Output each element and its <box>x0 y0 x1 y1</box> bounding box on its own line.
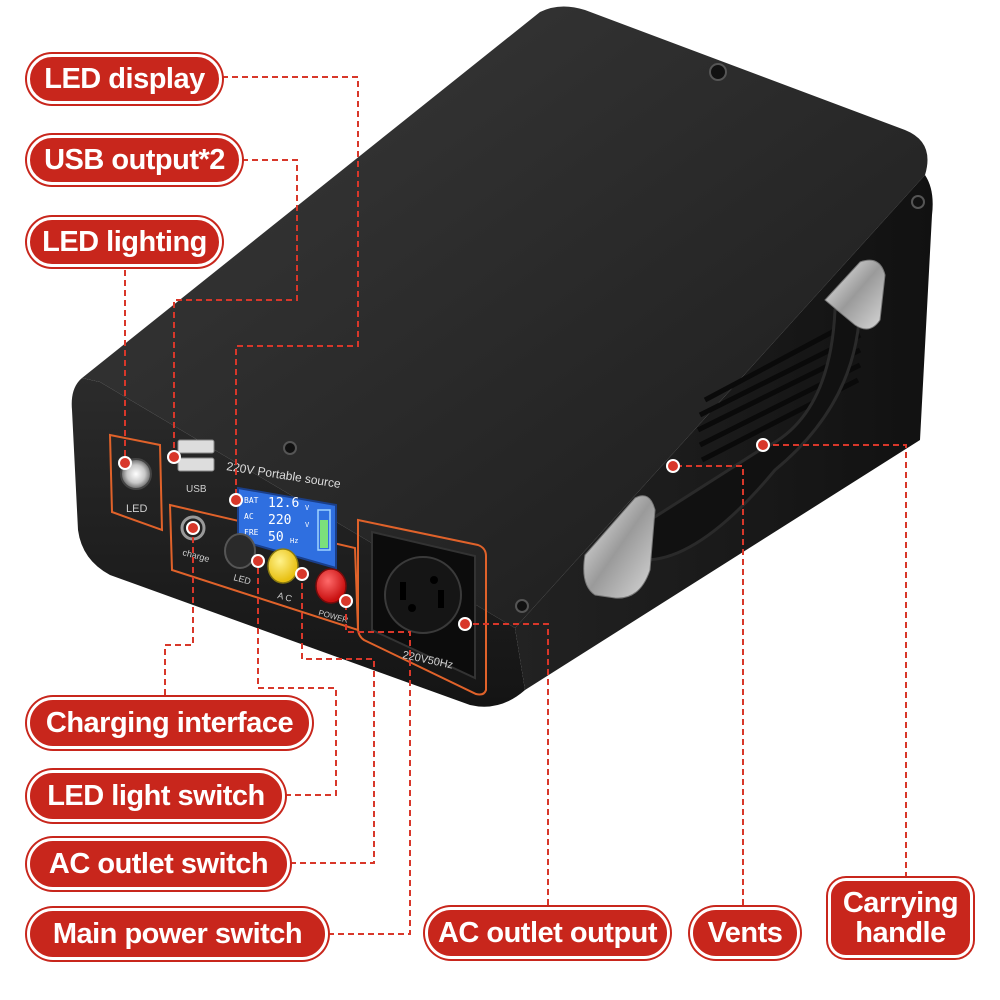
handle-grip <box>637 297 862 562</box>
led-lamp-label: LED <box>126 503 147 515</box>
callout-vents: Vents <box>690 907 800 959</box>
lcd-battery-bar <box>317 509 331 551</box>
leader-lines <box>124 76 907 935</box>
lcd-bat-unit: V <box>305 504 310 512</box>
screw <box>515 599 529 613</box>
outlet-panel-outline <box>357 518 487 696</box>
device-top-face <box>82 6 928 628</box>
led-switch-label: LED <box>232 572 252 586</box>
screw <box>709 63 727 81</box>
ac-outlet-slot <box>400 582 406 600</box>
callout-led-lighting: LED lighting <box>27 217 222 267</box>
ac-outlet-hole <box>430 576 438 584</box>
lcd-battery-fill <box>320 520 328 548</box>
callout-main-power-switch: Main power switch <box>27 908 328 960</box>
callout-led-display: LED display <box>27 54 222 104</box>
ac-switch-button <box>267 548 299 584</box>
ac-outlet-socket <box>384 556 462 634</box>
screw <box>283 441 297 455</box>
lcd-fre-label: FRE <box>244 528 259 537</box>
callout-carrying-handle-line2: handle <box>855 917 946 949</box>
lcd-fre-unit: Hz <box>290 537 298 545</box>
callout-carrying-handle: Carrying handle <box>828 878 973 958</box>
lcd-bat-value: 12.6 <box>268 496 299 511</box>
callout-ac-outlet-output: AC outlet output <box>425 907 670 959</box>
callout-charging-interface: Charging interface <box>27 697 312 749</box>
lcd-ac-value: 220 <box>268 513 291 528</box>
callout-main-power-switch-text: Main power switch <box>52 917 303 950</box>
lcd-ac-label: AC <box>244 512 254 521</box>
usb-port-1 <box>177 439 215 454</box>
callout-ac-outlet-switch-text: AC outlet switch <box>48 847 269 880</box>
lcd-ac-unit: V <box>305 521 310 529</box>
handle-bracket-upper <box>824 259 886 330</box>
lcd-screen <box>237 486 337 570</box>
leader-dots <box>118 438 770 631</box>
callout-carrying-handle-line1: Carrying <box>842 886 959 919</box>
callout-led-light-switch-text: LED light switch <box>47 779 265 812</box>
callout-led-display-text: LED display <box>44 62 205 95</box>
callout-led-lighting-text: LED lighting <box>42 225 207 258</box>
callout-usb-output: USB output*2 <box>27 135 242 185</box>
callout-ac-outlet-output-text: AC outlet output <box>437 916 658 949</box>
led-panel-outline <box>108 433 164 532</box>
callout-led-light-switch: LED light switch <box>27 770 285 822</box>
callout-vents-text: Vents <box>707 916 783 949</box>
lcd-fre-value: 50 <box>268 530 284 545</box>
handle-bracket-lower <box>583 495 656 599</box>
ac-outlet-slot <box>438 590 444 608</box>
power-switch-button <box>315 568 347 604</box>
usb-port-2 <box>177 457 215 472</box>
callout-ac-outlet-switch: AC outlet switch <box>27 838 290 890</box>
lcd-bat-label: BAT <box>244 496 259 505</box>
screw <box>911 195 925 209</box>
usb-port-label: USB <box>186 484 207 495</box>
callout-charging-interface-text: Charging interface <box>45 706 294 739</box>
led-switch-button <box>224 533 256 569</box>
ac-outlet-hole <box>408 604 416 612</box>
callout-usb-output-text: USB output*2 <box>44 143 225 176</box>
ac-switch-label: A C <box>276 590 293 604</box>
